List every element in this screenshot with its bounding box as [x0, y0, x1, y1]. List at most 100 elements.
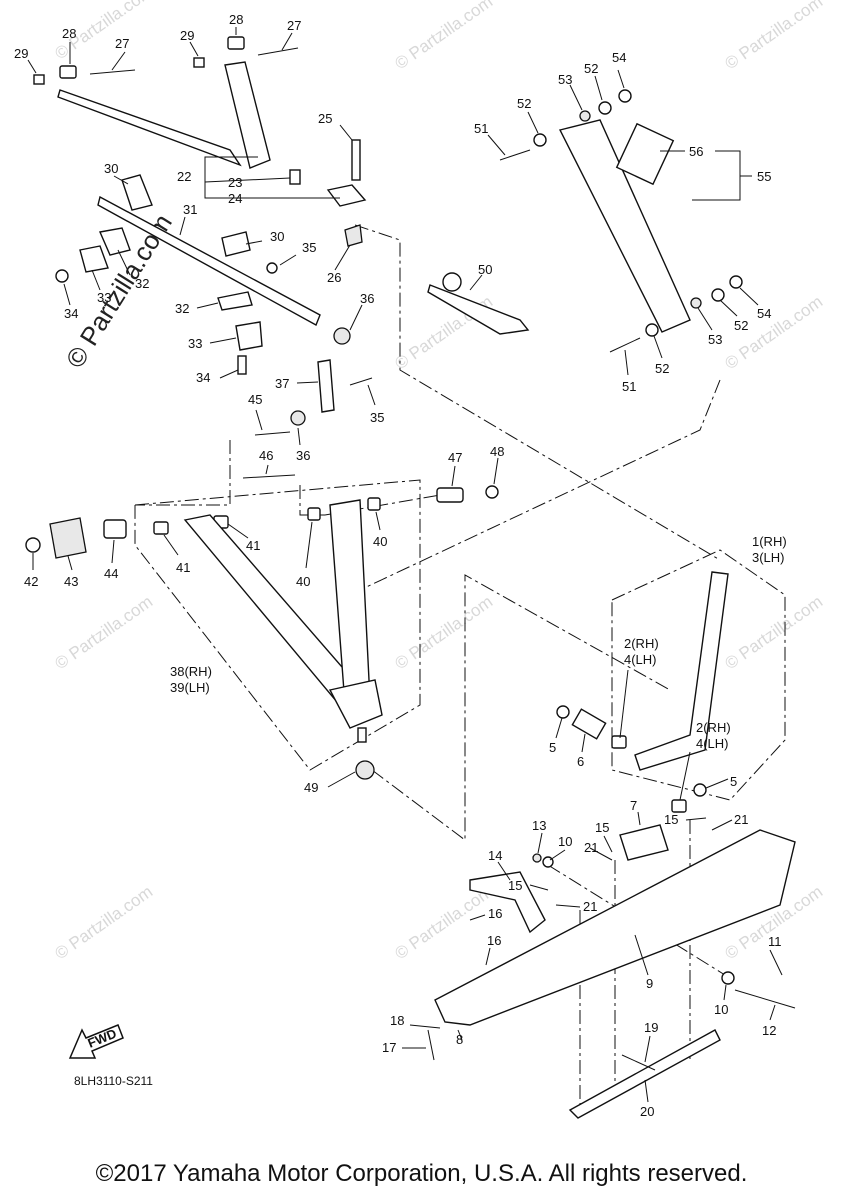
watermark: © Partzilla.com	[391, 592, 496, 673]
callout-label: 32	[175, 301, 189, 316]
leader-line	[67, 555, 73, 571]
leader-line	[163, 534, 179, 556]
leader-line	[63, 283, 71, 306]
spindle-1	[634, 571, 729, 771]
leader-line	[265, 464, 269, 475]
callout-label: 25	[318, 111, 332, 126]
leader-line	[204, 177, 291, 183]
washer-52	[711, 288, 725, 302]
callout-label: 43	[64, 574, 78, 589]
leader-line	[209, 337, 237, 344]
leader-lines	[27, 27, 783, 1103]
bushing-40	[367, 497, 381, 511]
callout-label: 10	[558, 834, 572, 849]
callout-label: 31	[183, 202, 197, 217]
leader-line	[255, 409, 263, 431]
leader-line	[619, 669, 629, 739]
bolt-27	[89, 69, 136, 75]
callout-label: 52	[517, 96, 531, 111]
nut-36	[290, 410, 306, 426]
bushing-41	[153, 521, 169, 535]
leader-line	[281, 32, 293, 51]
bushing-5	[556, 705, 570, 719]
callout-label: 15	[664, 812, 678, 827]
leader-line	[375, 511, 381, 531]
assembly-dash-lines	[134, 224, 786, 1110]
collar-6	[571, 708, 607, 740]
bracket-32	[99, 227, 131, 256]
leader-line	[594, 75, 603, 101]
nut-36	[333, 327, 351, 345]
leader-line	[769, 1004, 776, 1021]
bushing-2	[611, 735, 627, 749]
callout-label: 49	[304, 780, 318, 795]
leader-line	[485, 947, 491, 966]
callout-label: 36	[296, 448, 310, 463]
watermark: © Partzilla.com	[391, 882, 496, 963]
bolt-45	[254, 431, 291, 436]
callout-label: 32	[135, 276, 149, 291]
guard-43	[49, 517, 87, 559]
diagram-code: 8LH3110-S211	[74, 1074, 153, 1088]
leader-line	[327, 771, 356, 788]
callout-label: 2(RH)	[696, 720, 731, 735]
callout-label: 4(LH)	[624, 652, 657, 667]
callout-label: 47	[448, 450, 462, 465]
bolt-35	[349, 377, 373, 386]
fwd-arrow-shape	[68, 1024, 124, 1059]
nut-13	[532, 853, 542, 863]
callout-label: 26	[327, 270, 341, 285]
dash-line	[611, 549, 786, 801]
leader-line	[617, 69, 625, 89]
nut-29	[33, 74, 45, 85]
bushing-28	[59, 65, 77, 79]
watermark: © Partzilla.com	[51, 592, 156, 673]
callout-label: 29	[180, 28, 194, 43]
leader-line	[367, 384, 376, 406]
callout-label: 54	[612, 50, 626, 65]
bracket-32	[217, 291, 253, 311]
callout-label: 34	[196, 370, 210, 385]
ski-assembly	[427, 824, 796, 1119]
leader-line	[644, 1079, 649, 1103]
watermark: © Partzilla.com	[51, 882, 156, 963]
dash-line	[371, 574, 671, 842]
callout-label: 40	[373, 534, 387, 549]
stabilizer-assembly	[55, 174, 373, 426]
bolt-17	[427, 1029, 435, 1061]
bushing-40	[307, 507, 321, 521]
leader-line	[409, 1024, 441, 1029]
leader-line	[457, 1029, 463, 1041]
callout-label: 29	[14, 46, 28, 61]
callout-label: 15	[595, 820, 609, 835]
callout-label: 33	[97, 290, 111, 305]
nut-54	[729, 275, 743, 289]
leader-line	[537, 832, 543, 854]
watermark-layer: © Partzilla.com © Partzilla.com © Partzi…	[51, 0, 826, 963]
callout-label: 27	[287, 18, 301, 33]
bushing-5	[693, 783, 707, 797]
callout-label: 15	[508, 878, 522, 893]
callout-label: 23	[228, 175, 242, 190]
leader-line	[549, 849, 566, 861]
leader-line	[227, 523, 249, 539]
callout-label: 20	[640, 1104, 654, 1119]
leader-line	[711, 819, 733, 831]
leader-line	[189, 41, 199, 57]
callout-label: 21	[584, 840, 598, 855]
ski-8	[434, 829, 796, 1026]
callout-label: 42	[24, 574, 38, 589]
bracket-33	[79, 245, 109, 273]
leader-line	[296, 381, 319, 384]
upper-arm-tube	[224, 61, 271, 169]
leader-line	[569, 84, 583, 111]
lower-arm-knuckle	[328, 679, 383, 729]
dash-line	[359, 379, 721, 721]
spacer-26	[344, 224, 363, 247]
leader-line	[603, 835, 613, 853]
callout-label: 50	[478, 262, 492, 277]
callout-label: 45	[248, 392, 262, 407]
handle-14	[469, 871, 546, 934]
leader-line	[697, 307, 713, 331]
leader-line	[111, 539, 115, 564]
